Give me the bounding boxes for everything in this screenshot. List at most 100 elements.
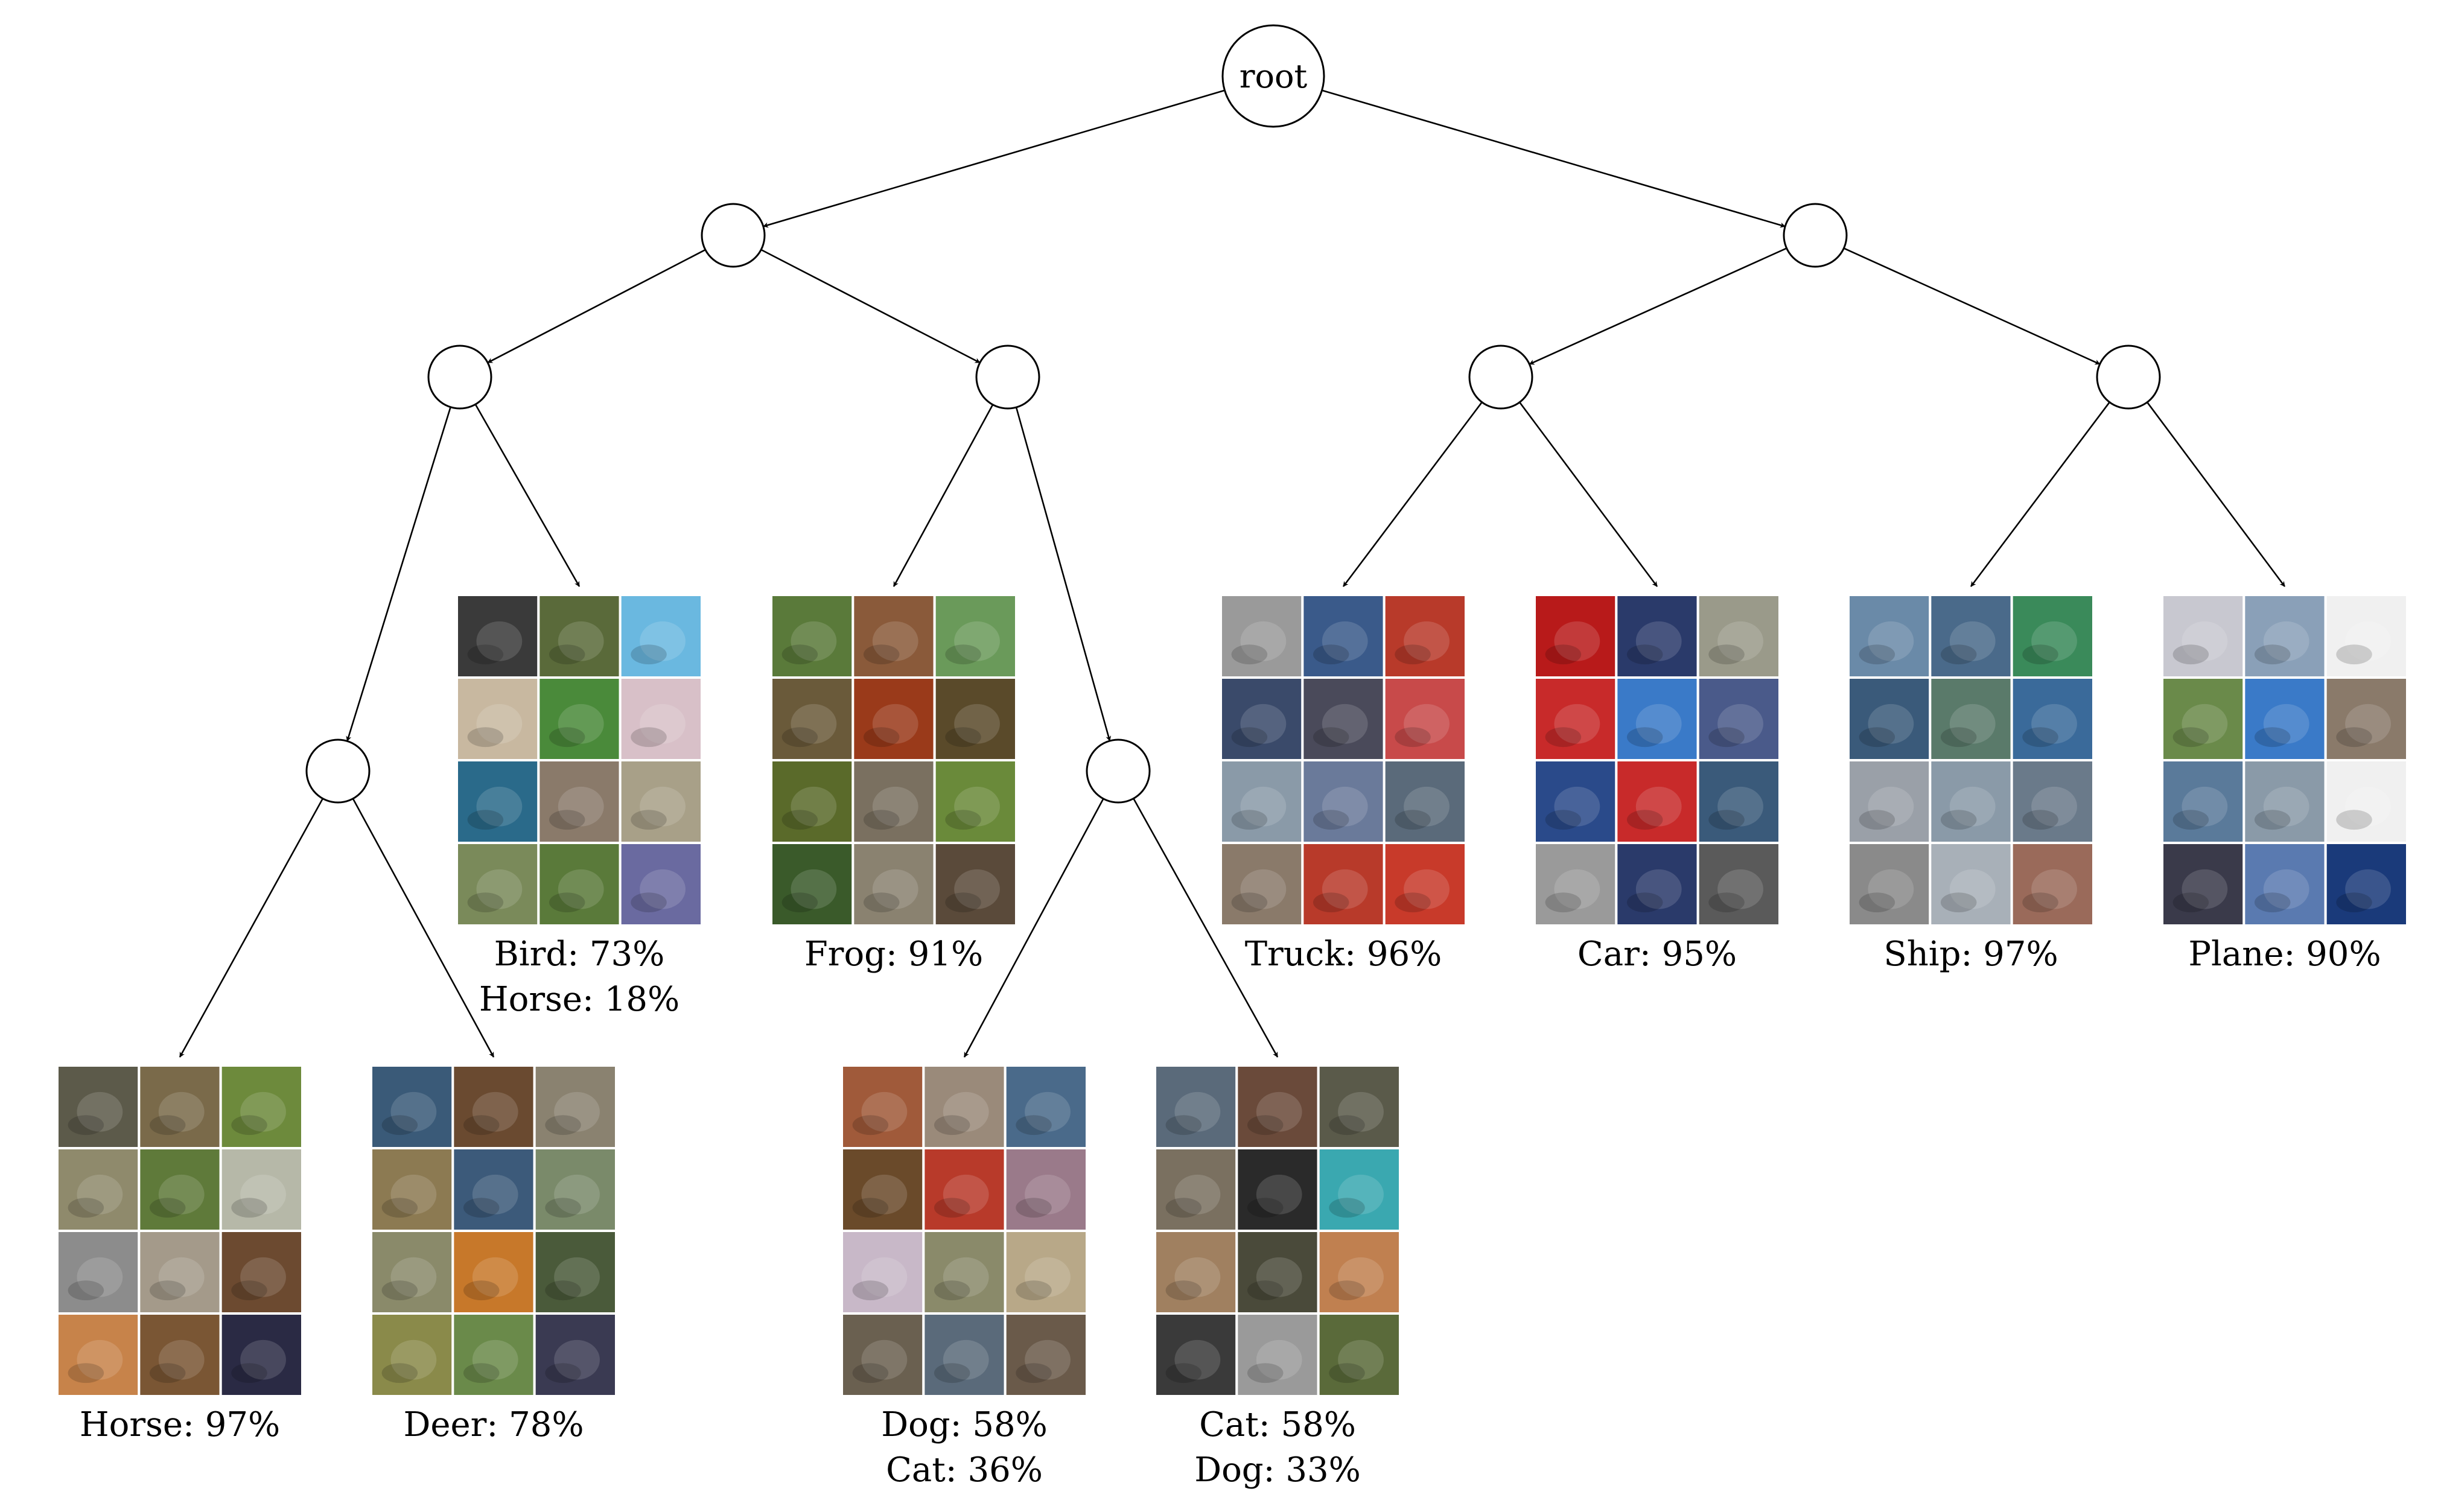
thumbnail-image xyxy=(1004,1312,1088,1397)
thumbnail-image xyxy=(1929,594,2013,679)
image-grid-cat-dog xyxy=(1154,1064,1402,1397)
leaf-label-frog: Frog: 91% xyxy=(804,935,983,974)
thumbnail-image xyxy=(2242,842,2327,927)
thumbnail-image xyxy=(770,676,855,761)
tree-nodes: root xyxy=(305,24,2161,804)
thumbnail-image xyxy=(2324,759,2409,844)
edge-VR-to-plane xyxy=(2147,401,2286,587)
leaf-deer: Deer: 78% xyxy=(370,1064,618,1444)
thumbnail-image xyxy=(219,1147,304,1232)
thumbnail-image xyxy=(933,759,1017,844)
thumbnail-image xyxy=(1220,842,1304,927)
thumbnail-image xyxy=(2242,759,2327,844)
thumbnail-image xyxy=(922,1147,1007,1232)
thumbnail-image xyxy=(2324,842,2409,927)
leaf-label-plane: Plane: 90% xyxy=(2188,935,2381,974)
thumbnail-image xyxy=(1383,759,1468,844)
thumbnail-image xyxy=(219,1230,304,1315)
internal-node-animals xyxy=(701,203,766,268)
thumbnail-image xyxy=(533,1230,618,1315)
edge-A-to-AL xyxy=(487,249,706,364)
thumbnail-image xyxy=(1533,759,1618,844)
thumbnail-image xyxy=(451,1147,536,1232)
thumbnail-image xyxy=(138,1064,222,1149)
edge-V-to-VL xyxy=(1529,247,1787,365)
thumbnail-image xyxy=(533,1147,618,1232)
thumbnail-image xyxy=(619,759,703,844)
thumbnail-image xyxy=(370,1147,454,1232)
thumbnail-image xyxy=(1301,594,1386,679)
leaf-label-ship: Ship: 97% xyxy=(1883,935,2058,974)
thumbnail-image xyxy=(537,676,622,761)
thumbnail-image xyxy=(1696,676,1781,761)
thumbnail-image xyxy=(451,1312,536,1397)
thumbnail-image xyxy=(1317,1312,1402,1397)
thumbnail-image xyxy=(2010,842,2095,927)
thumbnail-image xyxy=(1154,1147,1238,1232)
thumbnail-image xyxy=(1154,1230,1238,1315)
thumbnail-image xyxy=(533,1064,618,1149)
thumbnail-image xyxy=(1696,594,1781,679)
thumbnail-image xyxy=(841,1230,925,1315)
thumbnail-image xyxy=(56,1230,141,1315)
thumbnail-image xyxy=(1220,594,1304,679)
image-grid-deer xyxy=(370,1064,618,1397)
thumbnail-image xyxy=(1847,842,1932,927)
thumbnail-image xyxy=(922,1064,1007,1149)
leaf-dog-cat: Dog: 58%Cat: 36% xyxy=(841,1064,1088,1490)
thumbnail-image xyxy=(1317,1147,1402,1232)
thumbnail-image xyxy=(2161,842,2245,927)
thumbnail-image xyxy=(456,594,540,679)
edge-AR-to-DC xyxy=(1015,407,1112,742)
edge-AL-to-bird-horse xyxy=(474,404,581,587)
thumbnail-image xyxy=(56,1147,141,1232)
leaf-label-dog-cat: Cat: 36% xyxy=(886,1450,1043,1490)
thumbnail-image xyxy=(56,1064,141,1149)
thumbnail-image xyxy=(219,1064,304,1149)
thumbnail-image xyxy=(619,676,703,761)
thumbnail-image xyxy=(1929,759,2013,844)
thumbnail-image xyxy=(2242,676,2327,761)
thumbnail-image xyxy=(770,842,855,927)
thumbnail-image xyxy=(451,1064,536,1149)
image-grid-horse xyxy=(56,1064,304,1397)
image-grid-bird-horse xyxy=(456,594,703,927)
thumbnail-image xyxy=(1004,1230,1088,1315)
internal-node-horse-deer xyxy=(305,739,371,804)
image-grid-car xyxy=(1533,594,1781,927)
thumbnail-image xyxy=(56,1312,141,1397)
root-node xyxy=(1221,24,1325,128)
edge-V-to-VR xyxy=(1843,247,2101,365)
edge-DC-to-cat-dog xyxy=(1133,798,1279,1058)
thumbnail-image xyxy=(841,1312,925,1397)
thumbnail-image xyxy=(1383,842,1468,927)
leaf-label-bird-horse: Horse: 18% xyxy=(479,980,680,1019)
edge-VL-to-truck xyxy=(1342,401,1483,587)
thumbnail-image xyxy=(851,759,936,844)
image-grid-ship xyxy=(1847,594,2095,927)
thumbnail-image xyxy=(770,594,855,679)
leaf-bird-horse: Bird: 73% Horse: 18% xyxy=(456,594,703,1019)
thumbnail-image xyxy=(619,842,703,927)
thumbnail-image xyxy=(1235,1147,1320,1232)
leaf-label-horse: Horse: 97% xyxy=(80,1405,280,1444)
leaf-label-bird-horse: Bird: 73% xyxy=(494,935,665,974)
thumbnail-image xyxy=(2324,594,2409,679)
thumbnail-image xyxy=(1847,759,1932,844)
thumbnail-image xyxy=(2242,594,2327,679)
thumbnail-image xyxy=(1615,759,1699,844)
edge-AL-to-HD xyxy=(346,407,451,742)
thumbnail-image xyxy=(1615,676,1699,761)
thumbnail-image xyxy=(2010,759,2095,844)
thumbnail-image xyxy=(537,759,622,844)
thumbnail-image xyxy=(922,1230,1007,1315)
thumbnail-image xyxy=(1235,1312,1320,1397)
image-grid-truck xyxy=(1220,594,1468,927)
thumbnail-image xyxy=(933,676,1017,761)
thumbnail-image xyxy=(1615,842,1699,927)
thumbnail-image xyxy=(933,594,1017,679)
thumbnail-image xyxy=(138,1312,222,1397)
thumbnail-image xyxy=(1154,1312,1238,1397)
thumbnail-image xyxy=(370,1064,454,1149)
